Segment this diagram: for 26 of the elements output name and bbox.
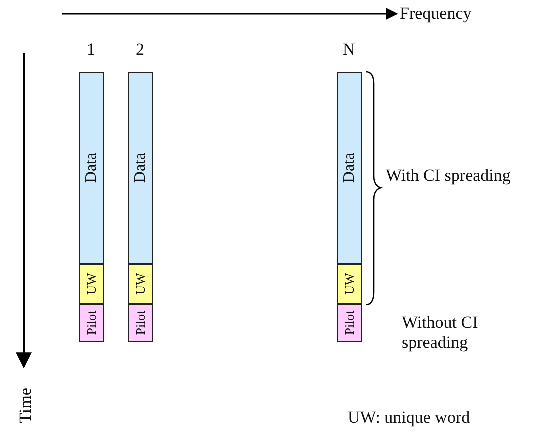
annotation: Without CI spreading (402, 313, 480, 352)
segment-label: Pilot (84, 310, 100, 336)
pilot-segment (337, 304, 362, 342)
unique-word-segment (128, 264, 153, 304)
data-segment (337, 72, 362, 264)
pilot-segment (128, 304, 153, 342)
segment-label: Data (340, 152, 358, 184)
data-segment (79, 72, 104, 264)
segment-label: UW (132, 273, 148, 295)
column-number: N (343, 40, 356, 60)
segment-label: Data (82, 152, 100, 184)
segment-label: UW (342, 273, 358, 295)
pilot-segment (79, 304, 104, 342)
segment-label: Pilot (132, 310, 148, 336)
data-segment (128, 72, 153, 264)
bracket-label: With CI spreading (386, 166, 512, 186)
axis-label: Time (16, 388, 36, 424)
abbreviation-note: UW: unique word (348, 408, 470, 428)
segment-label: Pilot (342, 310, 358, 336)
segment-label: Data (132, 152, 150, 184)
segment-label: UW (84, 273, 100, 295)
column-number: 1 (87, 40, 96, 60)
unique-word-segment (337, 264, 362, 304)
unique-word-segment (79, 264, 104, 304)
column-number: 2 (136, 40, 144, 60)
axis-label: Frequency (400, 4, 472, 24)
